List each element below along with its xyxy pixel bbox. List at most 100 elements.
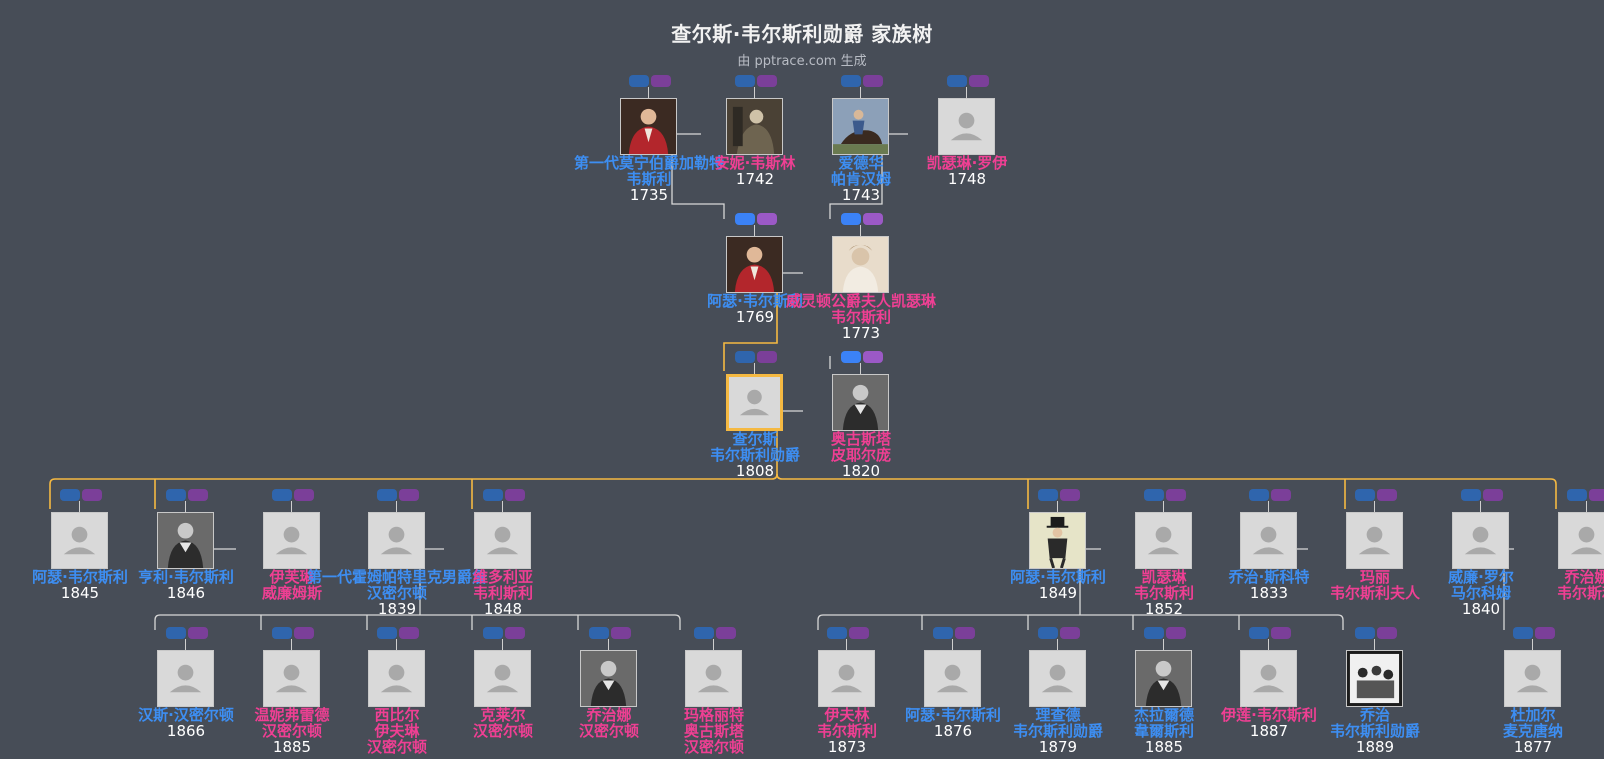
expand-relatives-button[interactable] bbox=[863, 75, 883, 87]
avatar-placeholder-icon[interactable] bbox=[157, 650, 214, 707]
person-photo[interactable] bbox=[832, 98, 889, 155]
avatar-placeholder-icon[interactable] bbox=[938, 98, 995, 155]
expand-ancestors-button[interactable] bbox=[841, 213, 861, 225]
expand-relatives-button[interactable] bbox=[1271, 489, 1291, 501]
expand-ancestors-button[interactable] bbox=[272, 489, 292, 501]
expand-ancestors-button[interactable] bbox=[589, 627, 609, 639]
avatar-placeholder-icon[interactable] bbox=[51, 512, 108, 569]
expand-ancestors-button[interactable] bbox=[1249, 627, 1269, 639]
expand-relatives-button[interactable] bbox=[1377, 489, 1397, 501]
person-photo[interactable] bbox=[620, 98, 677, 155]
expand-ancestors-button[interactable] bbox=[1144, 489, 1164, 501]
expand-ancestors-button[interactable] bbox=[483, 627, 503, 639]
person-photo[interactable] bbox=[726, 236, 783, 293]
expand-relatives-button[interactable] bbox=[651, 75, 671, 87]
expand-ancestors-button[interactable] bbox=[1461, 489, 1481, 501]
expand-ancestors-button[interactable] bbox=[377, 489, 397, 501]
expand-ancestors-button[interactable] bbox=[1355, 489, 1375, 501]
expand-relatives-button[interactable] bbox=[294, 627, 314, 639]
person-photo[interactable] bbox=[832, 374, 889, 431]
expand-relatives-button[interactable] bbox=[1060, 489, 1080, 501]
expand-ancestors-button[interactable] bbox=[1144, 627, 1164, 639]
avatar-placeholder-icon[interactable] bbox=[368, 650, 425, 707]
expand-ancestors-button[interactable] bbox=[629, 75, 649, 87]
expand-relatives-button[interactable] bbox=[955, 627, 975, 639]
expand-relatives-button[interactable] bbox=[294, 489, 314, 501]
expand-relatives-button[interactable] bbox=[505, 489, 525, 501]
avatar-placeholder-icon[interactable] bbox=[726, 374, 783, 431]
avatar-placeholder-icon[interactable] bbox=[1240, 512, 1297, 569]
avatar-placeholder-icon[interactable] bbox=[685, 650, 742, 707]
expand-relatives-button[interactable] bbox=[1377, 627, 1397, 639]
expand-ancestors-button[interactable] bbox=[377, 627, 397, 639]
expand-relatives-button[interactable] bbox=[757, 75, 777, 87]
expand-ancestors-button[interactable] bbox=[1038, 489, 1058, 501]
person-photo[interactable] bbox=[726, 98, 783, 155]
expand-relatives-button[interactable] bbox=[1589, 489, 1604, 501]
expand-ancestors-button[interactable] bbox=[841, 351, 861, 363]
expand-relatives-button[interactable] bbox=[82, 489, 102, 501]
expand-ancestors-button[interactable] bbox=[483, 489, 503, 501]
expand-relatives-button[interactable] bbox=[505, 627, 525, 639]
expand-ancestors-button[interactable] bbox=[166, 489, 186, 501]
expand-ancestors-button[interactable] bbox=[735, 75, 755, 87]
expand-relatives-button[interactable] bbox=[1166, 627, 1186, 639]
expand-ancestors-button[interactable] bbox=[1567, 489, 1587, 501]
expand-relatives-button[interactable] bbox=[757, 351, 777, 363]
person-photo[interactable] bbox=[580, 650, 637, 707]
avatar-placeholder-icon[interactable] bbox=[1240, 650, 1297, 707]
avatar-placeholder-icon[interactable] bbox=[368, 512, 425, 569]
expand-relatives-button[interactable] bbox=[1060, 627, 1080, 639]
expand-relatives-button[interactable] bbox=[188, 627, 208, 639]
expand-relatives-button[interactable] bbox=[849, 627, 869, 639]
expand-ancestors-button[interactable] bbox=[735, 351, 755, 363]
expand-relatives-button[interactable] bbox=[863, 213, 883, 225]
avatar-placeholder-icon[interactable] bbox=[474, 512, 531, 569]
person-label: 乔治娜汉密尔顿 bbox=[519, 707, 699, 739]
expand-ancestors-button[interactable] bbox=[694, 627, 714, 639]
avatar-placeholder-icon[interactable] bbox=[263, 512, 320, 569]
avatar-placeholder-icon[interactable] bbox=[1029, 650, 1086, 707]
person-name-line: 伊芙琳 bbox=[269, 568, 315, 586]
expand-ancestors-button[interactable] bbox=[1249, 489, 1269, 501]
expand-relatives-button[interactable] bbox=[188, 489, 208, 501]
person-photo[interactable] bbox=[157, 512, 214, 569]
avatar-placeholder-icon[interactable] bbox=[1504, 650, 1561, 707]
expand-ancestors-button[interactable] bbox=[827, 627, 847, 639]
person-name-line: 汉密尔顿 bbox=[683, 738, 744, 756]
expand-relatives-button[interactable] bbox=[716, 627, 736, 639]
person-photo[interactable] bbox=[832, 236, 889, 293]
expand-ancestors-button[interactable] bbox=[1355, 627, 1375, 639]
expand-relatives-button[interactable] bbox=[1271, 627, 1291, 639]
person-photo[interactable] bbox=[1346, 650, 1403, 707]
expand-relatives-button[interactable] bbox=[969, 75, 989, 87]
expand-ancestors-button[interactable] bbox=[272, 627, 292, 639]
expand-relatives-button[interactable] bbox=[1483, 489, 1503, 501]
expand-ancestors-button[interactable] bbox=[933, 627, 953, 639]
expand-relatives-button[interactable] bbox=[399, 627, 419, 639]
expand-ancestors-button[interactable] bbox=[947, 75, 967, 87]
expand-ancestors-button[interactable] bbox=[735, 213, 755, 225]
avatar-placeholder-icon[interactable] bbox=[924, 650, 981, 707]
person-name-line: 韦尔斯利 bbox=[830, 308, 891, 326]
avatar-placeholder-icon[interactable] bbox=[1558, 512, 1604, 569]
expand-relatives-button[interactable] bbox=[863, 351, 883, 363]
avatar-placeholder-icon[interactable] bbox=[1135, 512, 1192, 569]
avatar-placeholder-icon[interactable] bbox=[263, 650, 320, 707]
expand-relatives-button[interactable] bbox=[1535, 627, 1555, 639]
expand-relatives-button[interactable] bbox=[1166, 489, 1186, 501]
expand-ancestors-button[interactable] bbox=[1038, 627, 1058, 639]
avatar-placeholder-icon[interactable] bbox=[818, 650, 875, 707]
person-photo[interactable] bbox=[1029, 512, 1086, 569]
person-photo[interactable] bbox=[1135, 650, 1192, 707]
expand-ancestors-button[interactable] bbox=[841, 75, 861, 87]
avatar-placeholder-icon[interactable] bbox=[1452, 512, 1509, 569]
expand-ancestors-button[interactable] bbox=[166, 627, 186, 639]
expand-ancestors-button[interactable] bbox=[1513, 627, 1533, 639]
expand-relatives-button[interactable] bbox=[399, 489, 419, 501]
expand-ancestors-button[interactable] bbox=[60, 489, 80, 501]
avatar-placeholder-icon[interactable] bbox=[1346, 512, 1403, 569]
avatar-placeholder-icon[interactable] bbox=[474, 650, 531, 707]
expand-relatives-button[interactable] bbox=[611, 627, 631, 639]
expand-relatives-button[interactable] bbox=[757, 213, 777, 225]
